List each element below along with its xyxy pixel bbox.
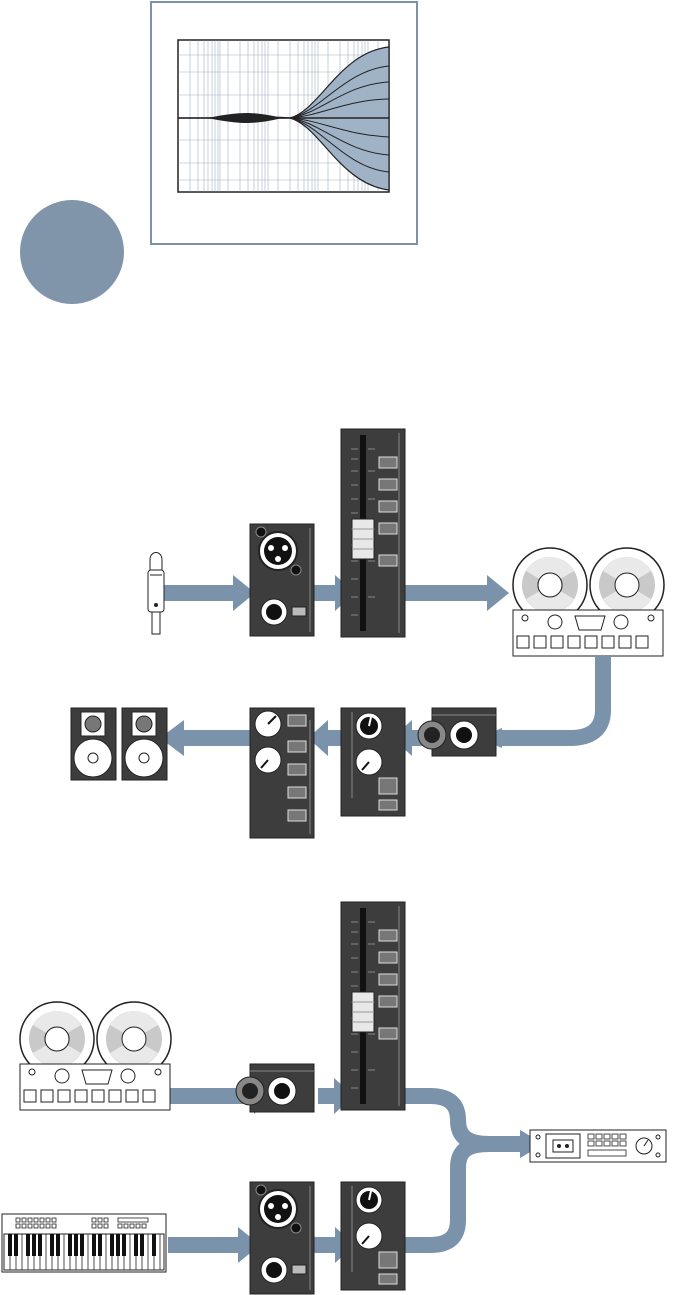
xlr-input-module-icon (250, 524, 314, 636)
tape-return-jack-module-icon (418, 708, 496, 756)
frequency-response-graph (151, 2, 417, 244)
flow-arrows-row1 (163, 575, 509, 611)
reel-to-reel-tape-recorder-icon (20, 1002, 171, 1110)
tape-return-flow (500, 656, 603, 738)
bus-flow-lower (404, 1144, 490, 1245)
monitor-section-module-icon (250, 708, 314, 838)
rack-mount-processor-icon (530, 1130, 666, 1162)
xlr-input-module-icon (250, 1182, 314, 1294)
studio-monitor-speakers-icon (71, 708, 167, 780)
bus-flow-upper (403, 1096, 520, 1144)
channel-fader-module-icon (341, 902, 405, 1110)
tape-return-jack-module-icon (236, 1064, 314, 1112)
eq-knob-module-icon (341, 1182, 405, 1290)
blank-circle-badge (20, 200, 124, 304)
eq-knob-module-icon (341, 708, 405, 816)
channel-fader-module-icon (341, 429, 405, 637)
reel-to-reel-tape-recorder-icon (513, 548, 664, 656)
microphone-icon (148, 553, 164, 635)
synthesizer-keyboard-icon (2, 1214, 166, 1272)
